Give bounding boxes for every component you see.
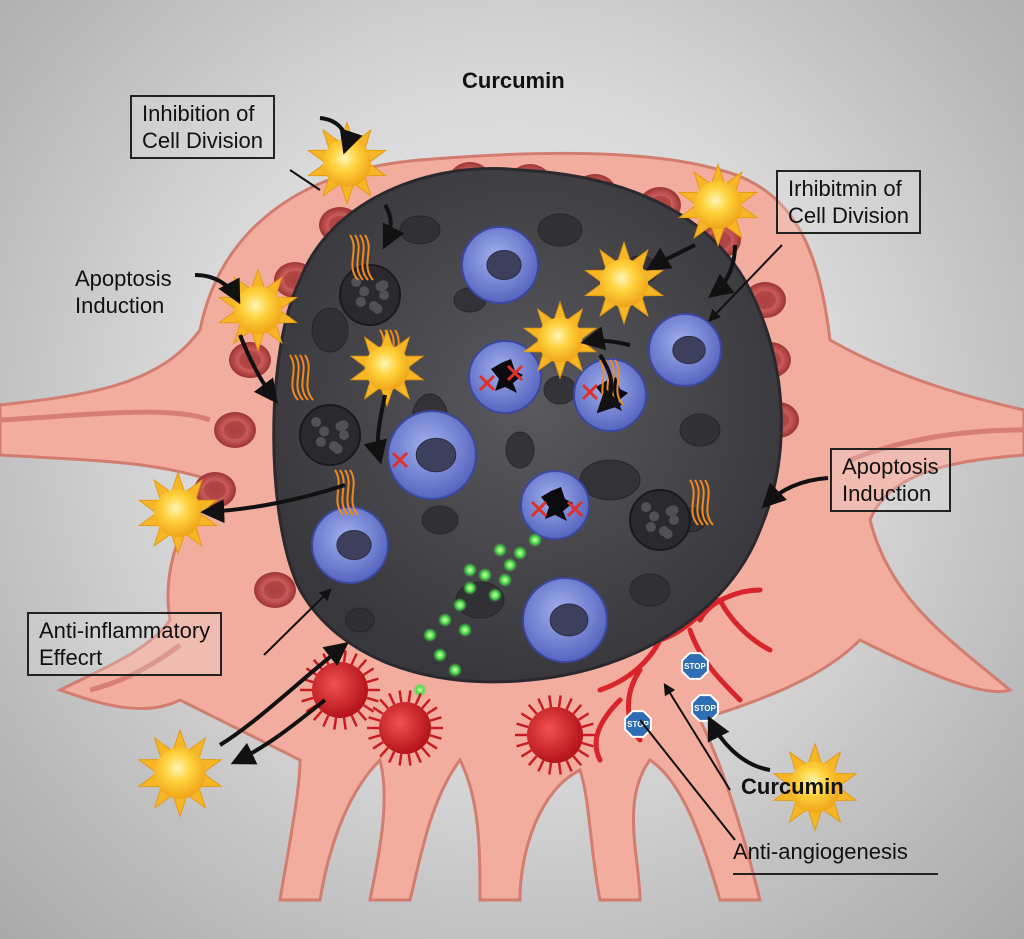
label-line: Apoptosis — [842, 454, 939, 479]
label-line: Irhibitmin of — [788, 176, 902, 201]
title-curcumin: Curcumin — [462, 68, 565, 93]
necrotic-cell — [299, 404, 361, 466]
curcumin-sun-icon — [772, 742, 858, 832]
stop-signs: STOP STOP STOP — [624, 652, 719, 738]
leader-lines — [263, 169, 783, 841]
tumor-nodule — [679, 413, 721, 447]
svg-text:STOP: STOP — [627, 720, 649, 729]
tumor-nodule — [399, 215, 441, 245]
label-line: Cell Division — [142, 128, 264, 153]
label-line: Inhibition of — [142, 101, 255, 126]
green-particle — [498, 573, 512, 587]
blood-vessels — [593, 587, 773, 763]
dying-cancer-cell — [520, 470, 590, 540]
label-apoptosis-left: Apoptosis Induction — [75, 265, 172, 319]
inflammatory-agents — [300, 650, 595, 775]
green-particle — [478, 568, 492, 582]
green-particle — [433, 648, 447, 662]
label-apoptosis-right: Apoptosis Induction — [830, 448, 951, 512]
x-mark-icon — [530, 500, 548, 518]
curcumin-particles — [413, 533, 542, 697]
green-particle — [423, 628, 437, 642]
x-mark-icon — [506, 364, 524, 382]
x-mark-icon — [566, 500, 584, 518]
cancer-cell — [311, 506, 389, 584]
tumor-nodule — [421, 505, 459, 535]
tumor-nodule — [345, 607, 375, 633]
necrotic-cell — [629, 489, 691, 551]
orange-filaments — [349, 234, 374, 281]
label-line: Effecrt — [39, 645, 103, 670]
virus-icon — [367, 690, 443, 766]
x-mark-icon — [478, 374, 496, 392]
label-inhibition-cell-division-left: Inhibition of Cell Division — [130, 95, 276, 159]
green-particle — [413, 683, 427, 697]
tumor-nodule — [537, 213, 583, 247]
label-line: Cell Division — [788, 203, 910, 228]
red-blood-cell — [214, 412, 256, 448]
x-mark-icon — [581, 383, 599, 401]
green-particle — [463, 563, 477, 577]
green-particle — [458, 623, 472, 637]
virus-icon — [515, 695, 595, 775]
green-particle — [448, 663, 462, 677]
curcumin-sun-icon — [137, 728, 223, 818]
curcumin-sun-icon — [678, 162, 758, 248]
svg-text:STOP: STOP — [694, 704, 716, 713]
label-line: Induction — [75, 293, 165, 318]
cancer-cell — [461, 226, 539, 304]
curcumin-sun-icon — [522, 300, 598, 380]
stop-sign-icon: STOP — [624, 710, 652, 738]
curcumin-sun-icon — [138, 470, 218, 556]
x-mark-icon — [391, 451, 409, 469]
green-particle — [488, 588, 502, 602]
label-line: Apoptosis — [75, 266, 172, 291]
tumor-nodule — [311, 307, 349, 353]
necrotic-cell — [339, 264, 401, 326]
stop-sign-icon: STOP — [681, 652, 709, 680]
label-anti-inflammatory: Anti-inflammatory Effecrt — [27, 612, 223, 676]
orange-filaments — [689, 479, 714, 526]
dying-cancer-cell — [468, 340, 542, 414]
cancer-cells — [289, 226, 722, 663]
green-particle — [438, 613, 452, 627]
tumor-nodule — [505, 431, 535, 469]
svg-text:STOP: STOP — [684, 662, 706, 671]
green-particle — [528, 533, 542, 547]
label-curcumin-bottom: Curcumin — [741, 774, 844, 799]
label-anti-angiogenesis: Anti-angiogenesis — [733, 838, 938, 875]
red-blood-cell — [254, 572, 296, 608]
orange-filaments — [334, 469, 359, 516]
cancer-cell — [387, 410, 477, 500]
curcumin-molecules — [137, 120, 858, 832]
orange-filaments — [289, 354, 314, 401]
curcumin-sun-icon — [349, 328, 425, 408]
cancer-cell — [522, 577, 608, 663]
red-blood-cell — [194, 472, 236, 508]
green-particle — [463, 581, 477, 595]
label-line: Anti-inflammatory — [39, 618, 211, 643]
green-particle — [503, 558, 517, 572]
green-particle — [513, 546, 527, 560]
curcumin-sun-icon — [584, 240, 664, 326]
green-particle — [493, 543, 507, 557]
label-inhibition-cell-division-right: Irhibitmin of Cell Division — [776, 170, 922, 234]
green-particle — [453, 598, 467, 612]
arrows — [194, 116, 829, 772]
cancer-cell — [648, 313, 722, 387]
label-line: Induction — [842, 481, 932, 506]
tumor-nodule — [543, 375, 577, 405]
stop-sign-icon: STOP — [691, 694, 719, 722]
tumor-nodule — [629, 573, 671, 607]
tumor-nodule — [579, 459, 641, 501]
